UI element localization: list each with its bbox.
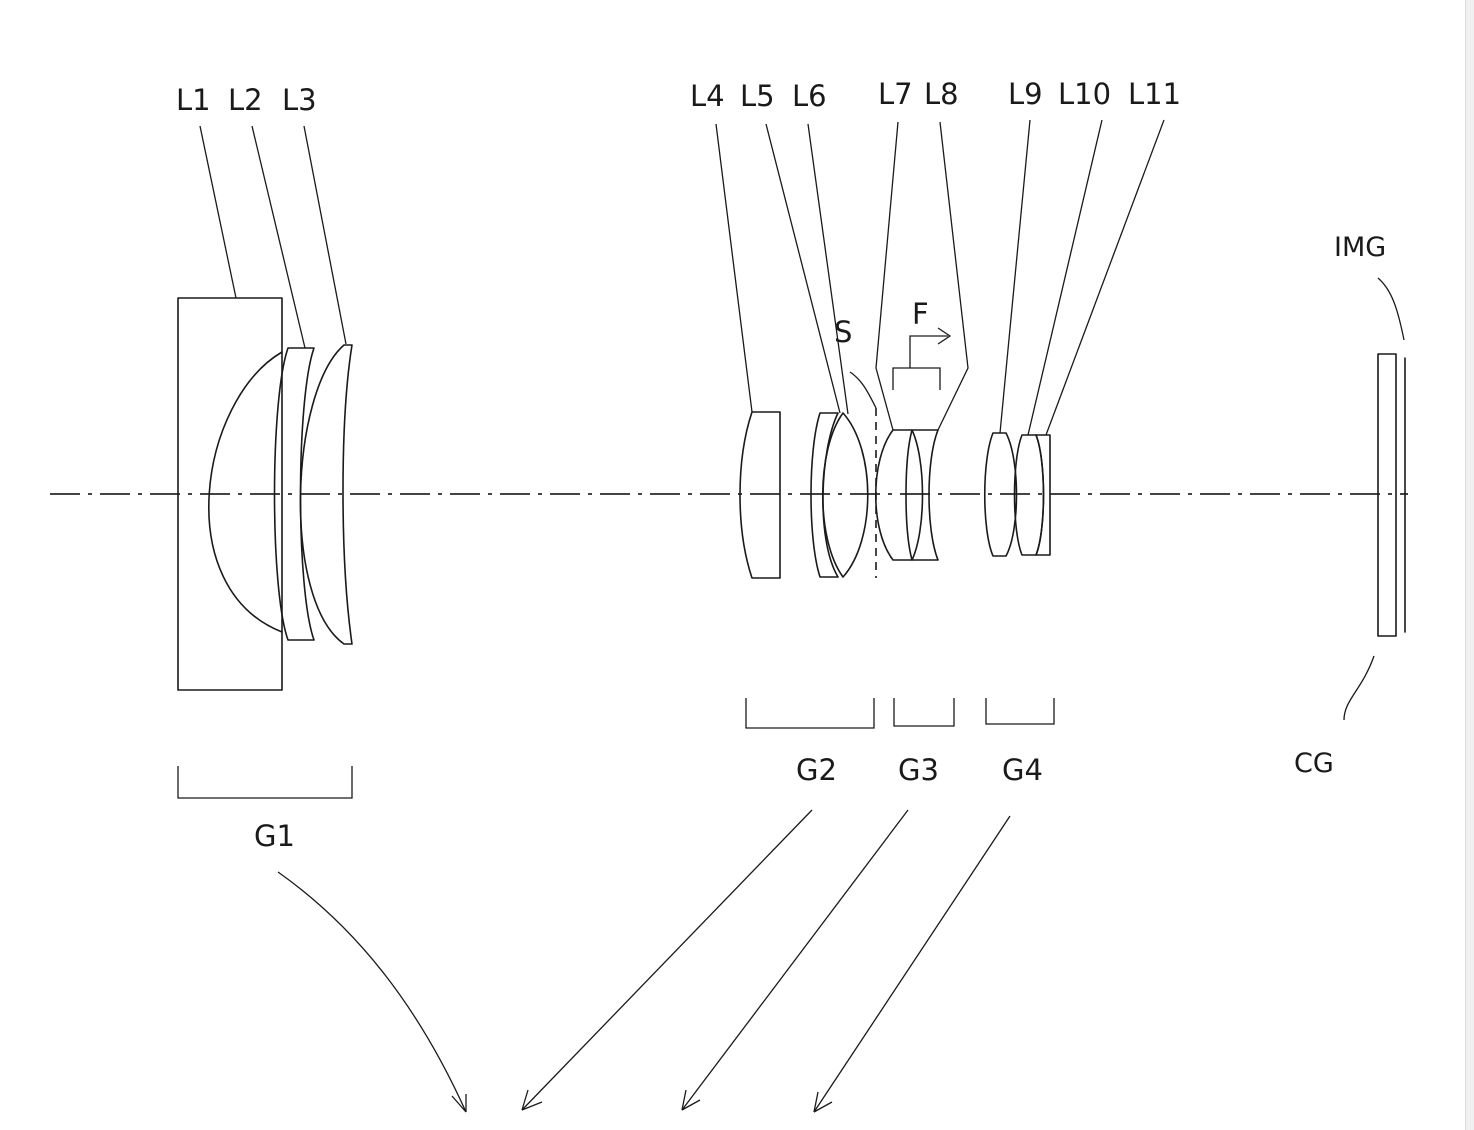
label-l6: L6: [792, 79, 827, 113]
lens-l10: [1013, 434, 1045, 556]
lens-l5: [810, 412, 839, 578]
bracket-g4: [985, 698, 1055, 725]
label-stop: S: [834, 315, 852, 349]
label-l11: L11: [1128, 77, 1181, 111]
label-g1: G1: [254, 819, 295, 853]
label-l2: L2: [228, 83, 263, 117]
label-l5: L5: [740, 79, 775, 113]
lens-l1: [177, 297, 283, 691]
lens-l11: [1035, 434, 1051, 556]
page-edge-strip: [1465, 0, 1474, 1130]
lens-l8: [911, 429, 939, 561]
focus-indicator: [892, 327, 952, 390]
group-arrows: [277, 809, 1011, 1113]
lens-l9: [983, 432, 1018, 557]
label-g2: G2: [796, 753, 837, 787]
bracket-g2: [745, 698, 875, 729]
label-l1: L1: [176, 83, 211, 117]
lens-l3: [299, 344, 353, 645]
bracket-g1: [177, 766, 353, 799]
label-image-plane: IMG: [1334, 232, 1386, 263]
label-l8: L8: [924, 77, 959, 111]
label-l4: L4: [690, 79, 725, 113]
cover-glass: [1377, 353, 1397, 637]
label-focus: F: [912, 297, 929, 331]
label-l10: L10: [1058, 77, 1111, 111]
label-l9: L9: [1008, 77, 1043, 111]
lens-leader-lines: [199, 119, 1405, 721]
label-l7: L7: [878, 77, 913, 111]
lens-l4: [739, 411, 781, 579]
lens-l2: [273, 347, 315, 641]
label-g3: G3: [898, 753, 939, 787]
bracket-g3: [893, 698, 955, 727]
label-cover-glass: CG: [1294, 748, 1334, 779]
label-g4: G4: [1002, 753, 1043, 787]
label-l3: L3: [282, 83, 317, 117]
lens-l6: [821, 412, 869, 578]
lens-l7: [875, 429, 913, 561]
